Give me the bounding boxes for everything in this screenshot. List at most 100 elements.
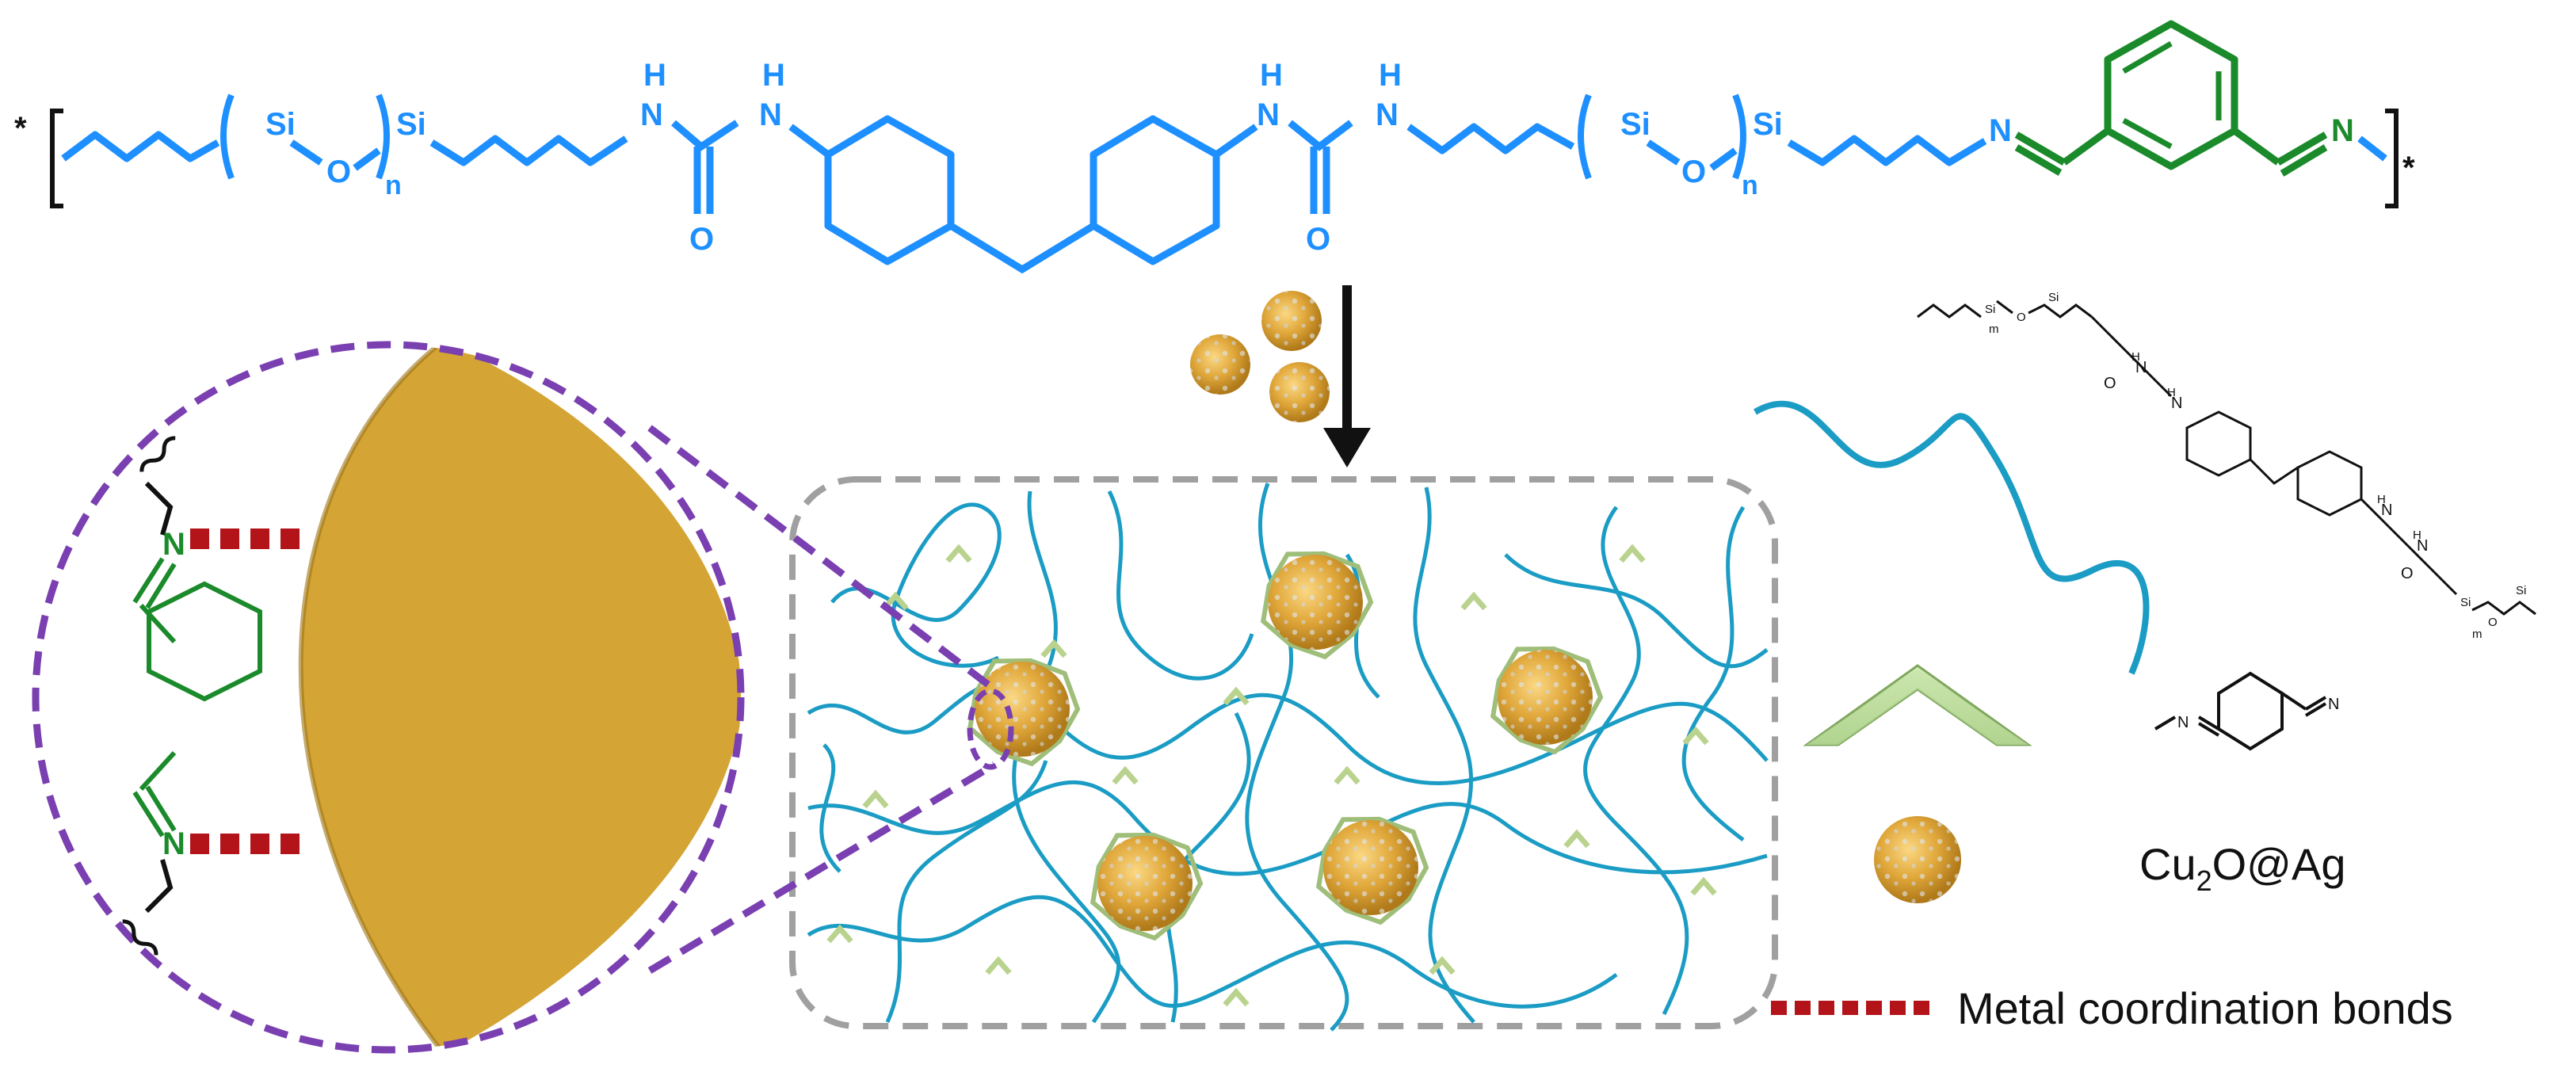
legend-chain-icon — [1753, 400, 2150, 675]
legend-h-2: H — [2167, 386, 2176, 399]
methylene-bridge — [948, 223, 1096, 274]
imine-n1: N — [1989, 113, 2012, 148]
crosslinker-mark — [1429, 956, 1456, 975]
zoom-imine-bond-1b — [145, 563, 177, 609]
bond-n-ring1 — [788, 124, 830, 158]
propyl-chain-3 — [1406, 123, 1575, 155]
repeat-paren-right-2 — [1732, 93, 1746, 180]
legend-particle-icon — [1874, 816, 1961, 903]
imine-double-1b — [2014, 144, 2063, 176]
legend-h-3: H — [2377, 493, 2386, 506]
nh-3: N — [1257, 97, 1280, 132]
legend-m: m — [1989, 322, 1999, 336]
legend-n-1: N — [2135, 359, 2147, 376]
zoom-imine-bond-2b — [145, 785, 177, 832]
legend-si-d: Si — [2516, 584, 2526, 597]
repeat-paren-left-1 — [220, 93, 235, 180]
h-1: H — [643, 58, 666, 93]
legend-m2: m — [2472, 628, 2483, 641]
repeat-paren-right-1 — [376, 93, 390, 180]
crosslinker-mark — [1223, 686, 1250, 706]
bond-ring2-n — [1214, 124, 1258, 158]
cyclohexane-1 — [824, 115, 955, 265]
embedded-particle — [1260, 551, 1374, 660]
particle-free-1 — [1261, 291, 1322, 351]
si-1a: Si — [265, 107, 296, 142]
crosslinker-mark — [1334, 765, 1361, 785]
embedded-particle — [1090, 832, 1204, 941]
o-2: O — [1681, 155, 1706, 189]
crosslinker-mark — [1619, 544, 1646, 563]
legend-si-b: Si — [2048, 291, 2059, 304]
particle-surface-edge — [298, 345, 446, 1050]
o-1: O — [326, 155, 351, 189]
zoom-imine-bottom: N — [162, 826, 185, 861]
zoom-inset: N N — [32, 341, 997, 1054]
nh-2: N — [759, 97, 782, 132]
legend-imine-n-right: N — [2328, 696, 2339, 713]
embedded-particle — [1315, 816, 1429, 925]
imine-double-2a — [2276, 132, 2328, 166]
h-4: H — [1379, 58, 1402, 93]
legend-o-1: O — [2104, 375, 2116, 392]
zoom-circle-border — [32, 341, 745, 1054]
urea-1 — [671, 120, 739, 151]
legend-imine-n-left: N — [2177, 714, 2189, 731]
legend-h-4: H — [2413, 528, 2421, 542]
n-2: n — [1742, 170, 1758, 200]
bond-o-si-2 — [1709, 147, 1738, 171]
wavy-chain-bottom — [122, 919, 158, 956]
polymer-structure: * Si O n Si H N O H N H N O H N — [14, 20, 2415, 274]
legend-n-2: N — [2171, 395, 2182, 412]
linker-top — [144, 481, 174, 536]
legend-o: O — [2017, 311, 2026, 324]
polymer-end-right: * — [2402, 151, 2415, 185]
crosslinker-mark — [1563, 829, 1590, 849]
free-particles — [1190, 291, 1330, 422]
particle-free-3 — [1269, 362, 1330, 422]
zoom-imine-bond-1a — [132, 557, 165, 604]
crosslinker-mark — [1460, 591, 1487, 611]
polymer-chains — [807, 483, 1769, 1032]
bond-ch-ring — [2062, 128, 2110, 166]
benzene-inner-1 — [2122, 40, 2173, 74]
legend-o-2: O — [2401, 565, 2414, 582]
bracket-left — [50, 109, 63, 208]
n-1: n — [385, 170, 402, 200]
imine-ligand: N N — [122, 436, 262, 956]
crosslinker-mark — [862, 789, 889, 809]
legend-particle-label: Cu2O@Ag — [2139, 839, 2346, 897]
embedded-particle — [1490, 646, 1604, 755]
urea-2 — [1288, 120, 1353, 151]
propyl-chain-1 — [61, 131, 220, 162]
crosslinker-mark — [985, 956, 1012, 975]
legend-n-4: N — [2417, 537, 2428, 555]
polymer-end-left: * — [14, 111, 27, 146]
zoom-line-bottom — [647, 761, 997, 974]
benzene-inner-3 — [2122, 117, 2173, 150]
legend-imine-structure — [2154, 671, 2327, 751]
benzene-ring — [2104, 20, 2238, 170]
zoom-benzene — [147, 581, 262, 702]
nh-4: N — [1376, 97, 1399, 132]
network-panel — [789, 476, 1778, 1032]
imine-double-2b — [2280, 144, 2328, 177]
legend: Si O m Si Si O m Si N N N N H H H H O O — [1753, 291, 2536, 1033]
o-c2: O — [1306, 222, 1330, 257]
network-frame — [789, 476, 1778, 1029]
legend-n-3: N — [2381, 502, 2392, 519]
si-2a: Si — [1620, 107, 1651, 142]
crosslinker-mark — [1112, 765, 1139, 785]
propyl-chain-4 — [1787, 135, 1987, 166]
arrow-head — [1323, 428, 1371, 467]
bond-end — [2357, 135, 2387, 162]
imine-double-1a — [2014, 132, 2067, 166]
si-1b: Si — [396, 107, 426, 142]
legend-si-c: Si — [2460, 596, 2471, 609]
particle-surface — [300, 345, 741, 1050]
crosslinker-mark — [1223, 987, 1250, 1007]
reaction-arrow — [1323, 285, 1371, 467]
legend-small-structure — [1917, 300, 2536, 616]
crosslinker-marks — [826, 544, 1717, 1007]
